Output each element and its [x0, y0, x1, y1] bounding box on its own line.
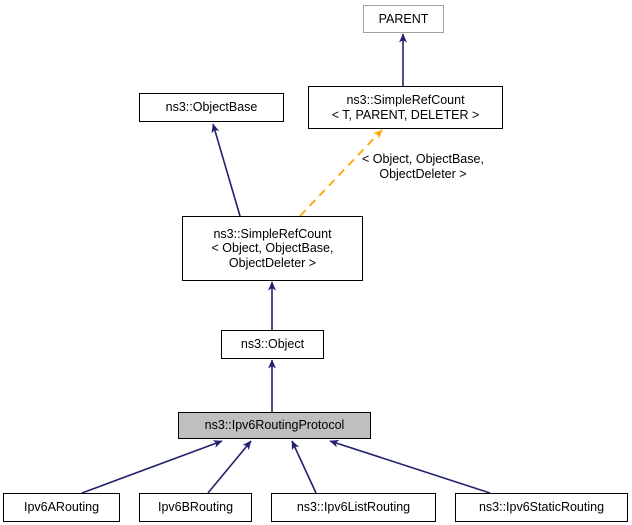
edge-label-template-binding: < Object, ObjectBase, ObjectDeleter > [362, 152, 484, 182]
edge-ipv6brouting-to-ipv6routingprotocol [207, 440, 252, 494]
class-node-ipv6staticrouting[interactable]: ns3::Ipv6StaticRouting [455, 493, 628, 522]
edge-label-template-binding-line-0: < Object, ObjectBase, [362, 152, 484, 166]
class-node-simplerefcount-template-line-1: < T, PARENT, DELETER > [331, 107, 480, 122]
edge-label-template-binding-line-1: ObjectDeleter > [379, 167, 467, 181]
edge-ipv6arouting-to-ipv6routingprotocol [81, 440, 223, 494]
class-node-simplerefcount-object-line-2: ObjectDeleter > [228, 255, 317, 270]
edge-ipv6listrouting-to-ipv6routingprotocol [291, 440, 317, 494]
class-node-ipv6listrouting[interactable]: ns3::Ipv6ListRouting [271, 493, 436, 522]
edge-simplerefcount-object-to-objectbase [211, 123, 241, 217]
class-node-objectbase-line-0: ns3::ObjectBase [165, 100, 258, 115]
class-node-ipv6listrouting-line-0: ns3::Ipv6ListRouting [296, 500, 411, 515]
class-node-simplerefcount-template[interactable]: ns3::SimpleRefCount < T, PARENT, DELETER… [308, 86, 503, 129]
class-node-ipv6staticrouting-line-0: ns3::Ipv6StaticRouting [478, 500, 605, 515]
class-node-ipv6brouting[interactable]: Ipv6BRouting [139, 493, 252, 522]
class-node-objectbase[interactable]: ns3::ObjectBase [139, 93, 284, 122]
class-node-object-line-0: ns3::Object [240, 337, 305, 352]
class-node-ipv6arouting[interactable]: Ipv6ARouting [3, 493, 120, 522]
class-node-simplerefcount-object[interactable]: ns3::SimpleRefCount < Object, ObjectBase… [182, 216, 363, 281]
class-node-ipv6routingprotocol-line-0: ns3::Ipv6RoutingProtocol [204, 418, 345, 433]
class-node-object[interactable]: ns3::Object [221, 330, 324, 359]
class-node-simplerefcount-object-line-0: ns3::SimpleRefCount [213, 226, 332, 241]
class-node-simplerefcount-object-line-1: < Object, ObjectBase, [211, 241, 334, 256]
class-node-parent[interactable]: PARENT [363, 5, 444, 33]
class-node-ipv6routingprotocol[interactable]: ns3::Ipv6RoutingProtocol [178, 412, 371, 439]
class-node-ipv6brouting-line-0: Ipv6BRouting [157, 500, 234, 515]
edge-ipv6staticrouting-to-ipv6routingprotocol [329, 439, 491, 494]
class-node-simplerefcount-template-line-0: ns3::SimpleRefCount [346, 93, 465, 107]
class-node-ipv6arouting-line-0: Ipv6ARouting [23, 500, 100, 515]
class-node-parent-line-0: PARENT [378, 11, 429, 26]
